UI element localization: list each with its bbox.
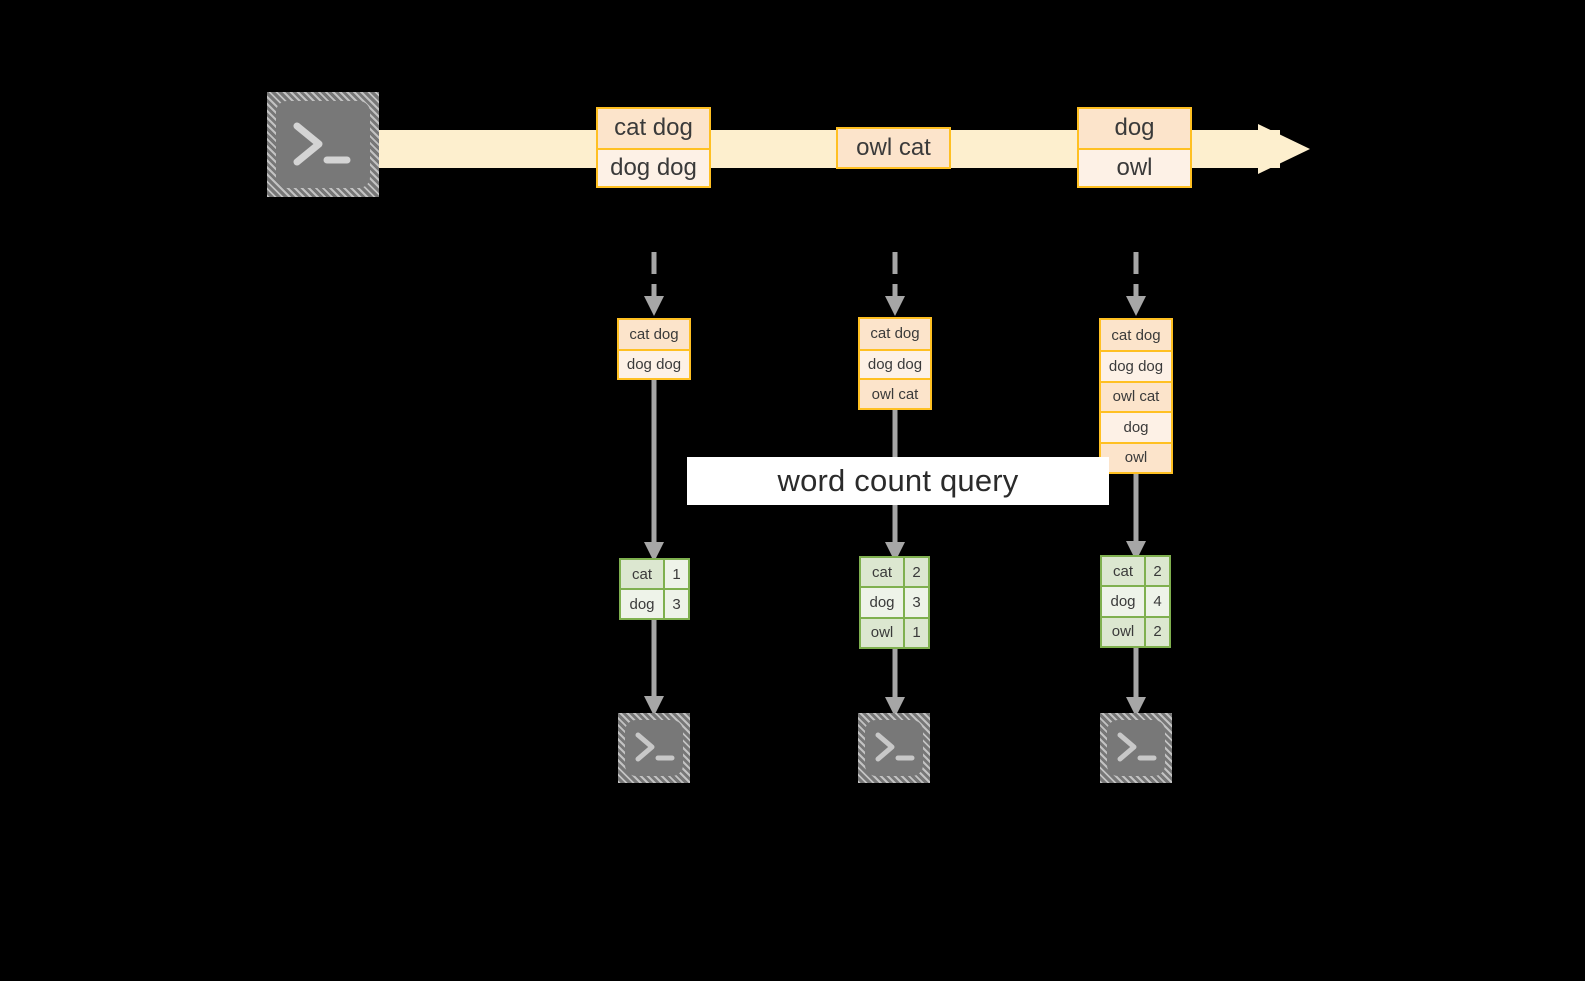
connector-snapshot-1-query	[644, 380, 664, 562]
snapshot-3-result-table[interactable]: cat 2 dog 4 owl 2	[1100, 555, 1171, 648]
stream-event-group-2[interactable]: owl cat	[836, 127, 951, 169]
connector-stream-to-snapshot-1	[644, 252, 664, 316]
buffer-event: owl cat	[1101, 380, 1171, 412]
buffer-event: dog	[1101, 411, 1171, 442]
table-row: cat 2	[861, 558, 928, 587]
terminal-screen	[276, 101, 370, 188]
result-word: dog	[1102, 587, 1144, 616]
connector-snapshot-2-to-sink	[885, 649, 905, 717]
snapshot-2-sink-terminal-icon	[858, 713, 930, 783]
query-label-band: word count query	[687, 457, 1109, 505]
buffer-event: dog dog	[619, 349, 689, 378]
buffer-event: dog dog	[1101, 350, 1171, 381]
result-count: 1	[663, 560, 688, 588]
terminal-prompt-glyph	[1117, 732, 1157, 762]
terminal-prompt-glyph	[293, 122, 351, 166]
snapshot-1-sink-terminal-icon	[618, 713, 690, 783]
result-count: 3	[903, 588, 928, 617]
result-word: owl	[1102, 617, 1144, 646]
buffer-event: owl cat	[860, 378, 930, 408]
result-word: cat	[621, 560, 663, 588]
connector-snapshot-3-query	[1126, 474, 1146, 561]
snapshot-1-result-table[interactable]: cat 1 dog 3	[619, 558, 690, 620]
result-word: owl	[861, 618, 903, 647]
table-row: owl 1	[861, 616, 928, 647]
buffer-event: cat dog	[1101, 320, 1171, 351]
buffer-event: dog dog	[860, 348, 930, 379]
stream-event-group-3[interactable]: dog owl	[1077, 107, 1192, 188]
table-row: cat 1	[621, 560, 688, 588]
connector-snapshot-1-to-sink	[644, 620, 664, 716]
result-count: 2	[1144, 557, 1169, 586]
table-row: dog 4	[1102, 585, 1169, 616]
result-word: cat	[1102, 557, 1144, 586]
query-label: word count query	[777, 463, 1019, 498]
snapshot-1-input-buffer[interactable]: cat dog dog dog	[617, 318, 691, 380]
terminal-prompt-glyph	[635, 732, 675, 762]
buffer-event: cat dog	[860, 319, 930, 349]
terminal-prompt-glyph	[875, 732, 915, 762]
stream-arrow-head	[1258, 124, 1310, 174]
snapshot-2-input-buffer[interactable]: cat dog dog dog owl cat	[858, 317, 932, 410]
result-count: 2	[1144, 617, 1169, 646]
stream-event: dog dog	[598, 147, 709, 186]
result-word: cat	[861, 558, 903, 587]
buffer-event: owl	[1101, 441, 1171, 472]
result-word: dog	[861, 588, 903, 617]
buffer-event: cat dog	[619, 320, 689, 349]
connector-snapshot-3-to-sink	[1126, 648, 1146, 717]
table-row: owl 2	[1102, 615, 1169, 646]
stream-event: dog	[1079, 109, 1190, 148]
snapshot-3-input-buffer[interactable]: cat dog dog dog owl cat dog owl	[1099, 318, 1173, 474]
table-row: dog 3	[621, 588, 688, 618]
stream-event: cat dog	[598, 109, 709, 148]
table-row: dog 3	[861, 586, 928, 617]
table-row: cat 2	[1102, 557, 1169, 586]
connector-stream-to-snapshot-2	[885, 252, 905, 316]
snapshot-3-sink-terminal-icon	[1100, 713, 1172, 783]
result-count: 1	[903, 618, 928, 647]
connector-stream-to-snapshot-3	[1126, 252, 1146, 316]
stream-event: owl cat	[838, 129, 949, 167]
result-count: 2	[903, 558, 928, 587]
snapshot-2-result-table[interactable]: cat 2 dog 3 owl 1	[859, 556, 930, 649]
stream-event: owl	[1079, 147, 1190, 186]
result-count: 4	[1144, 587, 1169, 616]
stream-event-group-1[interactable]: cat dog dog dog	[596, 107, 711, 188]
source-terminal-icon	[267, 92, 379, 197]
result-word: dog	[621, 590, 663, 618]
result-count: 3	[663, 590, 688, 618]
